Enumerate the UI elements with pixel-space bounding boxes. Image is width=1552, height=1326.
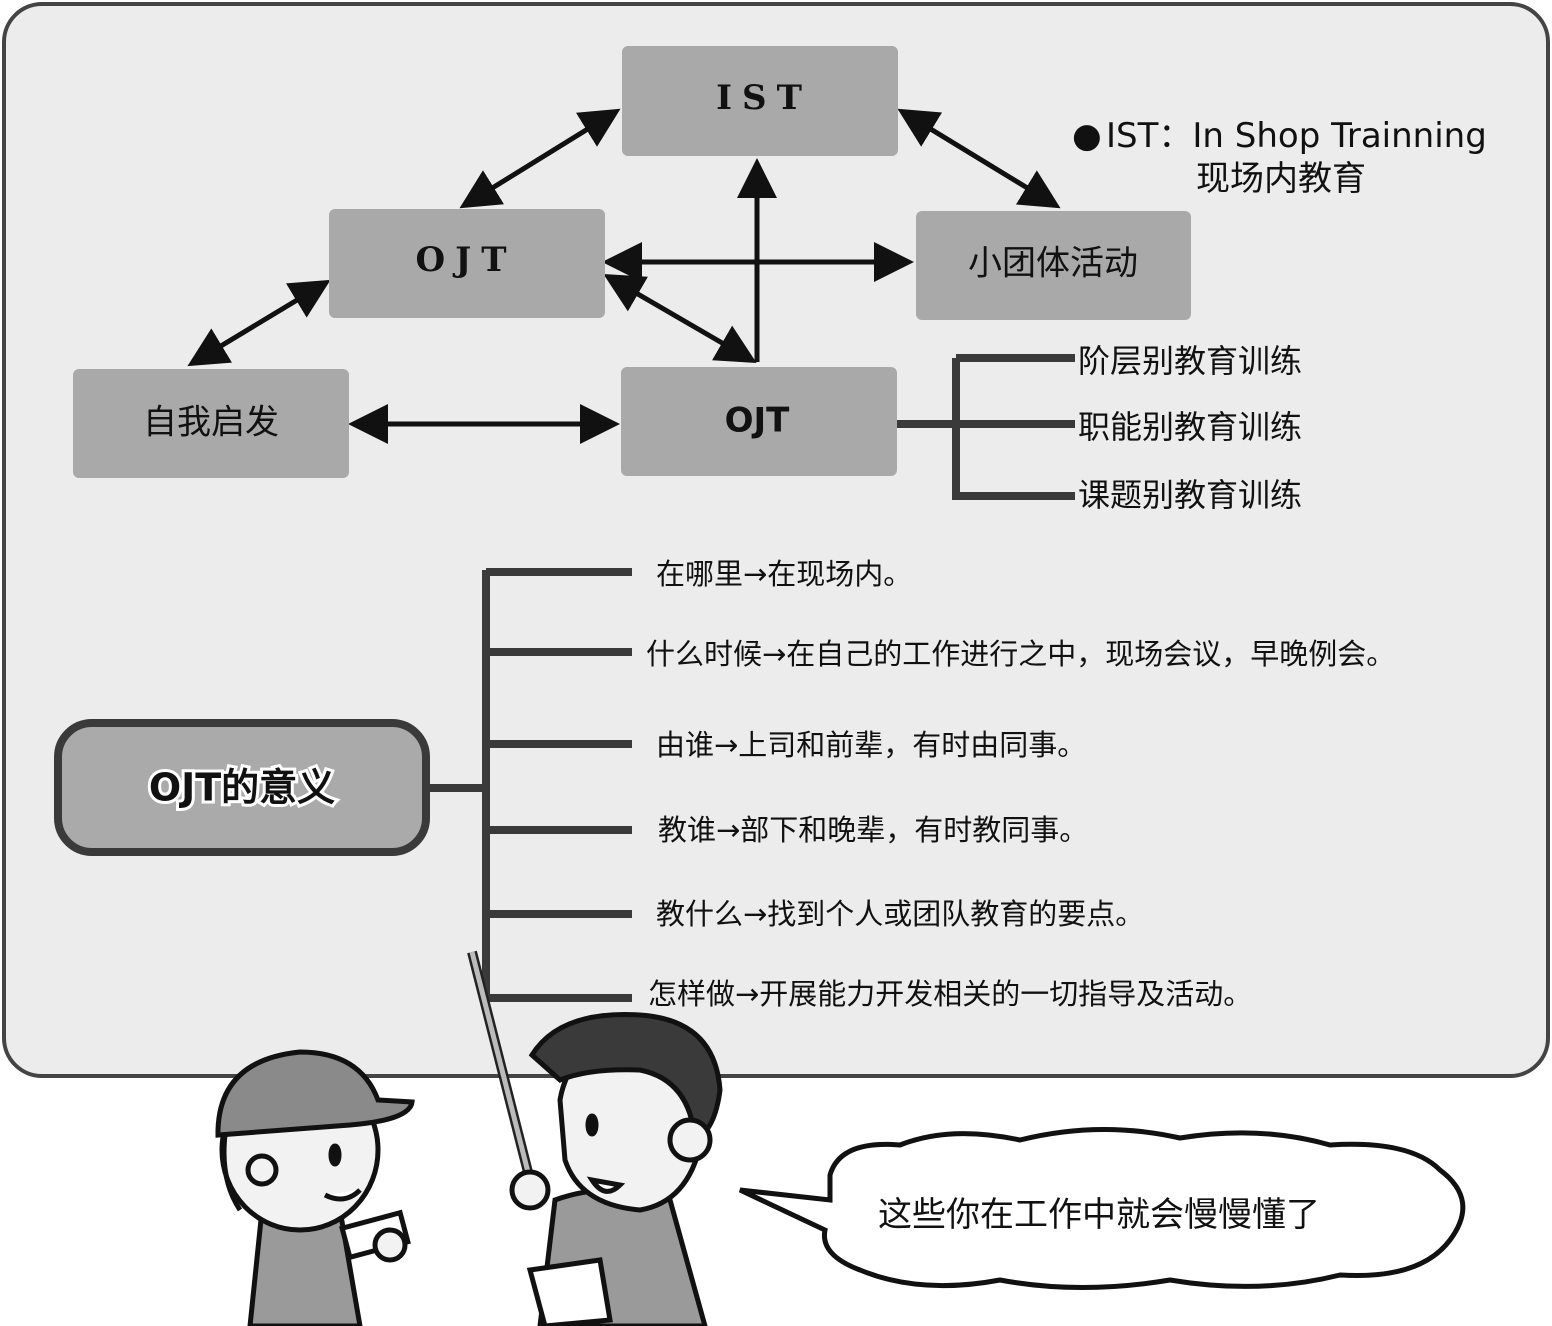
node-ist: IST: [622, 46, 898, 156]
meaning-item: 怎样做→开展能力开发相关的一切指导及活动。: [648, 977, 1252, 1011]
arrow-ojt-self: [187, 279, 331, 367]
instructor-character: [509, 1012, 723, 1326]
speech-bubble-text: 这些你在工作中就会慢慢懂了: [878, 1195, 1320, 1235]
branch-item: 职能别教育训练: [1078, 408, 1302, 446]
meaning-item: 由谁→上司和前辈，有时由同事。: [656, 728, 1086, 762]
node-ojt-top-label: OJT: [415, 240, 516, 280]
meaning-item: 教谁→部下和晚辈，有时教同事。: [658, 813, 1088, 847]
legend-bullet: ●: [1072, 116, 1102, 156]
meaning-item: 在哪里→在现场内。: [656, 557, 912, 591]
arrow-ist-ojt: [459, 108, 621, 209]
arrow-ojt-offjt: [603, 273, 757, 364]
ojt-meaning-title: OJT的意义: [149, 766, 335, 810]
branch-item: 课题别教育训练: [1078, 476, 1302, 514]
offjt-branches: 阶层别教育训练 职能别教育训练 课题别教育训练: [897, 342, 1302, 514]
node-self-development: 自我启发: [73, 369, 349, 478]
ojt-meaning: OJT的意义 在哪里→在现场内。 什么时候→在自己的工作进行之中，现场会议，早晚…: [54, 557, 1395, 1011]
legend-line2: 现场内教育: [1196, 159, 1366, 199]
arrow-ist-small-group: [897, 108, 1061, 209]
node-ist-label: IST: [716, 78, 812, 118]
legend-line1: IST：In Shop Trainning: [1106, 116, 1487, 156]
node-offjt: OJT: [621, 367, 897, 476]
node-ojt-top: OJT: [329, 209, 605, 318]
trainee-character: [215, 1049, 415, 1326]
node-small-group-label: 小团体活动: [968, 244, 1138, 284]
node-self-development-label: 自我启发: [143, 403, 279, 443]
relationship-arrows: [187, 108, 1061, 444]
node-small-group: 小团体活动: [916, 211, 1191, 320]
speech-bubble: 这些你在工作中就会慢慢懂了: [738, 1126, 1466, 1290]
meaning-item: 教什么→找到个人或团队教育的要点。: [656, 897, 1144, 931]
meaning-item: 什么时候→在自己的工作进行之中，现场会议，早晚例会。: [646, 637, 1395, 671]
node-offjt-label: OJT: [725, 401, 791, 441]
branch-item: 阶层别教育训练: [1078, 342, 1302, 380]
legend: ● IST：In Shop Trainning 现场内教育: [1072, 116, 1487, 199]
